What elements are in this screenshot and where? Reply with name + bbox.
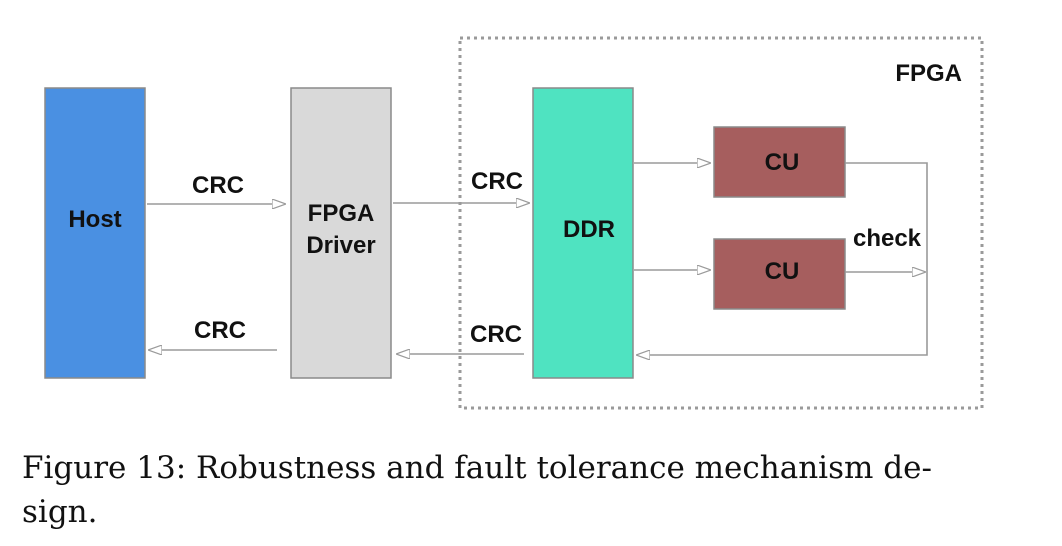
label-crc-ddr-to-driver: CRC [470, 321, 522, 348]
fpga-driver-label-line2: Driver [306, 232, 375, 259]
ddr-box [532, 87, 634, 379]
fpga-driver-label-line1: FPGA [308, 200, 375, 227]
figure-caption: Figure 13: Robustness and fault toleranc… [22, 446, 1032, 534]
cu-box-bottom [713, 238, 846, 310]
cu-box-top [713, 126, 846, 198]
label-crc-driver-to-ddr: CRC [471, 168, 523, 195]
ddr-label: DDR [563, 216, 615, 243]
cu-top-label: CU [765, 149, 800, 176]
fpga-region-label: FPGA [895, 60, 962, 87]
host-box [44, 87, 146, 379]
cu-bottom-label: CU [765, 258, 800, 285]
arrow-check-to-ddr [637, 270, 928, 355]
label-crc-host-to-driver: CRC [192, 172, 244, 199]
label-crc-driver-to-host: CRC [194, 317, 246, 344]
caption-line-1: Figure 13: Robustness and fault toleranc… [22, 450, 932, 486]
host-label: Host [68, 206, 121, 233]
fpga-driver-box [290, 87, 392, 379]
fpga-region [458, 36, 984, 410]
architecture-diagram: FPGA Host FPGA Driver DDR CU CU CRC CRC … [44, 36, 984, 410]
line-cu-top-to-check [845, 162, 928, 270]
label-check: check [853, 225, 922, 252]
caption-line-2: sign. [22, 494, 98, 530]
